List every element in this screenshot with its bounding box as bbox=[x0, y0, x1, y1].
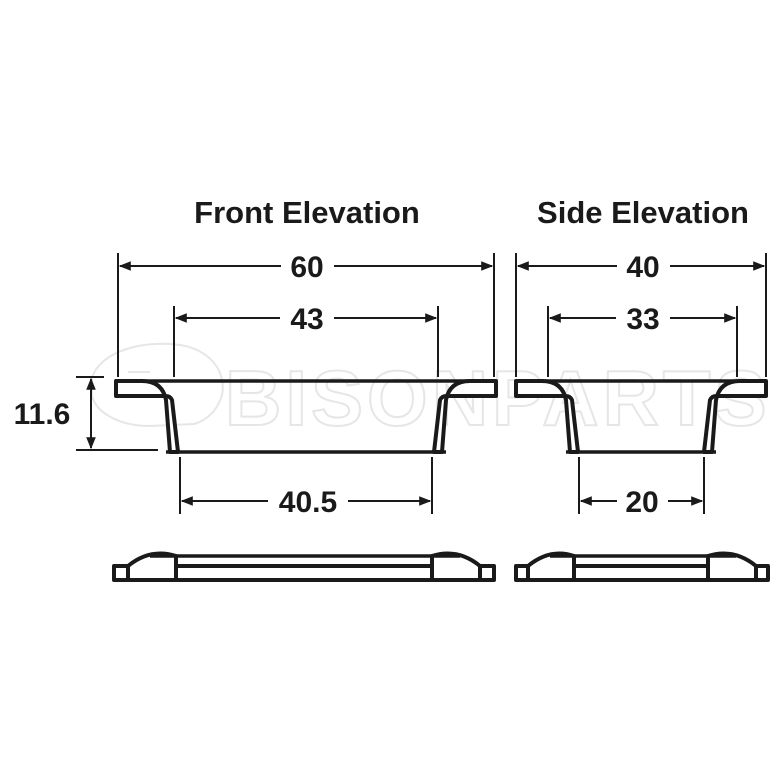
front-cup-walls bbox=[114, 378, 498, 454]
watermark-text: BISONPARTS bbox=[225, 354, 770, 442]
side-elevation-title: Side Elevation bbox=[537, 195, 749, 230]
dimension-label-11-6: 11.6 bbox=[14, 398, 71, 431]
dimension-label-43: 43 bbox=[290, 303, 323, 336]
side-cup-walls bbox=[514, 378, 768, 454]
side-elevation-view: 40 33 20 bbox=[514, 251, 770, 582]
front-flat-washer bbox=[112, 551, 496, 582]
front-elevation-title: Front Elevation bbox=[194, 195, 420, 230]
dimension-label-20: 20 bbox=[625, 486, 658, 519]
side-flat-washer bbox=[514, 551, 770, 582]
dimension-label-40: 40 bbox=[626, 251, 659, 284]
dimension-label-40-5: 40.5 bbox=[279, 486, 337, 519]
front-elevation-view: 60 43 40.5 11.6 bbox=[14, 251, 498, 582]
dimension-label-60: 60 bbox=[290, 251, 323, 284]
dimension-label-33: 33 bbox=[626, 303, 659, 336]
